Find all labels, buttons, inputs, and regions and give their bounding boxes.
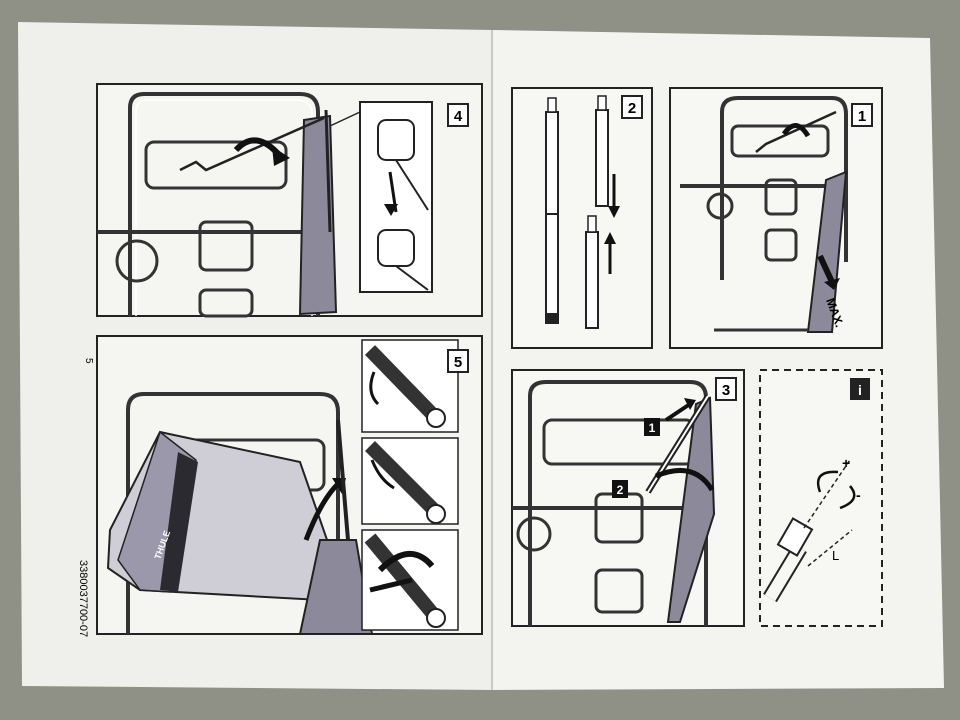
callout-1: 1 xyxy=(649,421,656,435)
panel-step-1: MAX. 1 xyxy=(669,87,883,349)
callout-2: 2 xyxy=(617,483,624,497)
panel-step-3: 1 2 3 xyxy=(511,369,745,627)
info-number: i xyxy=(858,382,862,398)
document-code: 3380037700-07 xyxy=(77,560,89,637)
step-2-number: 2 xyxy=(628,100,636,117)
minus-label: - xyxy=(856,487,861,503)
step-5-number: 5 xyxy=(454,354,462,371)
panel-info: i + - L xyxy=(759,369,883,627)
step-1-number: 1 xyxy=(858,108,866,125)
panel-step-2: 2 xyxy=(511,87,653,349)
panel-step-4: 4 xyxy=(96,83,483,318)
step-3-number: 3 xyxy=(722,382,730,399)
length-label: L xyxy=(832,548,839,563)
step-4-number: 4 xyxy=(454,108,463,125)
page-number: 5 xyxy=(83,358,94,364)
panel-step-5: THULE 5 xyxy=(96,335,483,635)
plus-label: + xyxy=(842,455,850,471)
